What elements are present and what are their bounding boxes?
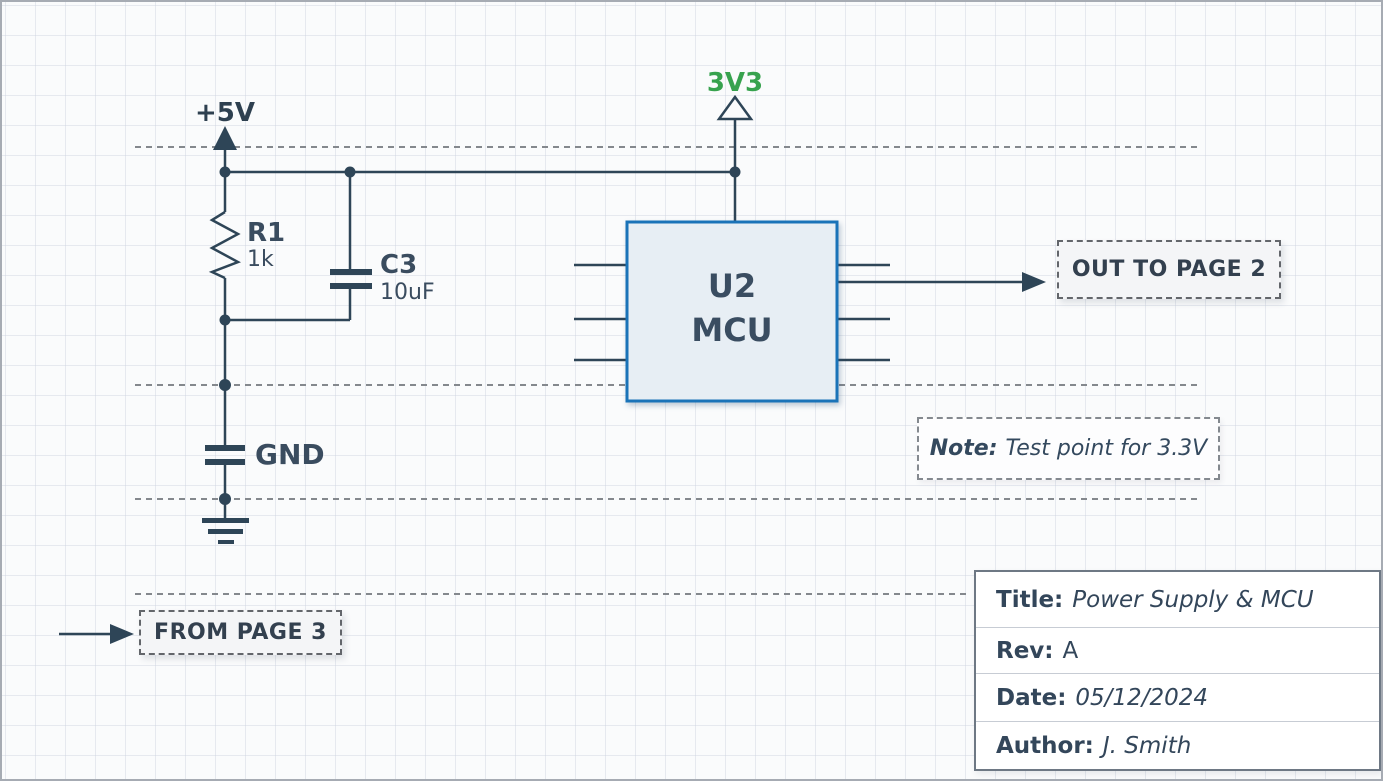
mcu-block[interactable]	[625, 220, 839, 403]
v3-power-label: 3V3	[706, 68, 764, 98]
capacitor-value-label: 10uF	[380, 280, 435, 305]
title-value: Power Supply & MCU	[1072, 586, 1314, 613]
capacitor-c3-symbol[interactable]	[330, 269, 372, 275]
title-block-row-date: Date: 05/12/2024	[976, 673, 1379, 721]
ground-symbol-icon	[202, 518, 249, 544]
author-label: Author:	[996, 732, 1094, 759]
capacitor-plates	[205, 269, 372, 465]
from-arrowhead-icon	[110, 624, 134, 644]
mcu-pins	[574, 263, 890, 362]
note-text: Test point for 3.3V	[1005, 436, 1208, 461]
v5-power-arrow-icon	[213, 126, 237, 150]
resistor-r1-symbol[interactable]	[208, 210, 241, 280]
gnd-capacitor-plate2	[205, 459, 245, 465]
title-block-row-rev: Rev: A	[976, 627, 1379, 673]
gnd-label: GND	[255, 438, 325, 471]
v3-power-triangle-icon	[716, 94, 754, 121]
note-box[interactable]: Note: Test point for 3.3V	[917, 417, 1220, 480]
author-value: J. Smith	[1102, 732, 1192, 759]
rev-label: Rev:	[996, 637, 1054, 664]
mcu-labels: U2 MCU	[627, 264, 837, 352]
mcu-name-label: MCU	[691, 311, 773, 349]
date-label: Date:	[996, 684, 1067, 711]
date-value: 05/12/2024	[1075, 684, 1208, 711]
note-label: Note:	[929, 436, 998, 461]
from-connector-label: FROM PAGE 3	[154, 620, 327, 645]
out-arrowhead-icon	[1022, 272, 1046, 292]
junction-dot-2	[344, 166, 356, 178]
gnd-capacitor-symbol[interactable]	[205, 445, 245, 451]
junction-dot-5	[219, 379, 231, 391]
v5-power-label: +5V	[195, 98, 255, 128]
rev-value: A	[1062, 637, 1079, 664]
junction-dots	[219, 166, 741, 505]
resistor-value-label: 1k	[247, 247, 274, 272]
junction-dot-4	[219, 314, 231, 326]
title-label: Title:	[996, 586, 1064, 613]
junction-dot-1	[219, 166, 231, 178]
capacitor-c3-plate2	[330, 283, 372, 289]
capacitor-ref-label: C3	[380, 250, 418, 280]
title-block[interactable]: Title: Power Supply & MCU Rev: A Date: 0…	[974, 570, 1381, 771]
title-block-row-title: Title: Power Supply & MCU	[976, 572, 1379, 627]
mcu-ref-label: U2	[707, 267, 757, 305]
junction-dot-6	[219, 493, 231, 505]
resistor-ref-label: R1	[247, 218, 286, 248]
out-connector-box[interactable]: OUT TO PAGE 2	[1057, 240, 1281, 299]
wire-group	[59, 119, 1026, 636]
from-connector-box[interactable]: FROM PAGE 3	[139, 610, 342, 655]
junction-dot-3	[729, 166, 741, 178]
title-block-row-author: Author: J. Smith	[976, 721, 1379, 769]
out-connector-label: OUT TO PAGE 2	[1071, 257, 1267, 282]
